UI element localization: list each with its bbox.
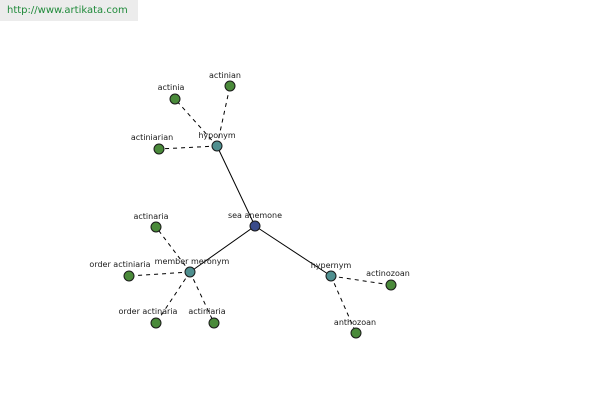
node-label-sea-anemone[interactable]: sea anemone <box>228 211 282 220</box>
node-label-member-meronym[interactable]: member meronym <box>155 257 230 266</box>
node-label-order-actiniaria[interactable]: order actiniaria <box>89 260 150 269</box>
node-circle-actinozoan[interactable] <box>385 279 397 291</box>
node-label-actinia[interactable]: actinia <box>158 83 185 92</box>
node-label-hypernym[interactable]: hypernym <box>311 261 352 270</box>
node-order-actiniaria[interactable]: order actiniaria <box>89 260 151 282</box>
edge-hypernym-to-actinozoan <box>330 275 392 286</box>
node-actinaria-1[interactable]: actinaria <box>133 212 169 233</box>
node-circle-sea-anemone[interactable] <box>249 220 261 232</box>
nodes-layer: sea anemone hyponym member meronym hypernym… <box>89 71 410 339</box>
edge-hyponym-to-actiniarian <box>158 145 218 150</box>
node-hyponym[interactable]: hyponym <box>198 131 236 152</box>
node-circle-hyponym[interactable] <box>211 140 223 152</box>
site-header-bar: http://www.artikata.com <box>0 0 138 21</box>
edge-member-meronym-to-actiniaria <box>189 271 215 324</box>
node-label-order-actinaria[interactable]: order actinaria <box>119 307 178 316</box>
edges-layer <box>128 85 392 334</box>
node-circle-anthozoan[interactable] <box>350 327 362 339</box>
node-actinian[interactable]: actinian <box>209 71 241 92</box>
edge-sea-anemone-to-member-meronym <box>189 225 256 273</box>
node-anthozoan[interactable]: anthozoan <box>334 318 376 339</box>
node-circle-order-actinaria[interactable] <box>150 317 162 329</box>
edge-hyponym-to-actinian <box>216 85 231 147</box>
edge-sea-anemone-to-hypernym <box>254 225 332 277</box>
node-order-actinaria[interactable]: order actinaria <box>119 307 178 329</box>
node-label-anthozoan[interactable]: anthozoan <box>334 318 376 327</box>
node-circle-hypernym[interactable] <box>325 270 337 282</box>
node-actinozoan[interactable]: actinozoan <box>366 269 410 291</box>
edge-member-meronym-to-order-actinaria <box>155 271 191 324</box>
node-actinia[interactable]: actinia <box>158 83 185 105</box>
edge-member-meronym-to-actinaria-1 <box>155 226 191 273</box>
node-circle-actinian[interactable] <box>224 80 236 92</box>
edge-hyponym-to-actinia <box>174 98 218 147</box>
node-circle-actiniaria[interactable] <box>208 317 220 329</box>
node-circle-order-actiniaria[interactable] <box>123 270 135 282</box>
node-label-actinaria-1[interactable]: actinaria <box>133 212 168 221</box>
node-circle-actinaria-1[interactable] <box>150 221 162 233</box>
node-label-hyponym[interactable]: hyponym <box>198 131 236 140</box>
site-url-link[interactable]: http://www.artikata.com <box>7 5 128 16</box>
node-circle-actiniarian[interactable] <box>153 143 165 155</box>
edge-hypernym-to-anthozoan <box>330 275 357 334</box>
node-circle-member-meronym[interactable] <box>184 266 196 278</box>
node-actiniaria[interactable]: actiniaria <box>188 307 226 329</box>
node-label-actinian[interactable]: actinian <box>209 71 241 80</box>
node-hypernym[interactable]: hypernym <box>311 261 352 282</box>
node-sea-anemone[interactable]: sea anemone <box>228 211 282 232</box>
node-label-actinozoan[interactable]: actinozoan <box>366 269 410 278</box>
node-actiniarian[interactable]: actiniarian <box>131 133 173 155</box>
node-circle-actinia[interactable] <box>169 93 181 105</box>
node-label-actiniarian[interactable]: actiniarian <box>131 133 173 142</box>
edge-sea-anemone-to-hyponym <box>216 145 256 227</box>
node-label-actiniaria[interactable]: actiniaria <box>188 307 225 316</box>
edge-member-meronym-to-order-actiniaria <box>128 271 191 277</box>
node-member-meronym[interactable]: member meronym <box>155 257 230 278</box>
